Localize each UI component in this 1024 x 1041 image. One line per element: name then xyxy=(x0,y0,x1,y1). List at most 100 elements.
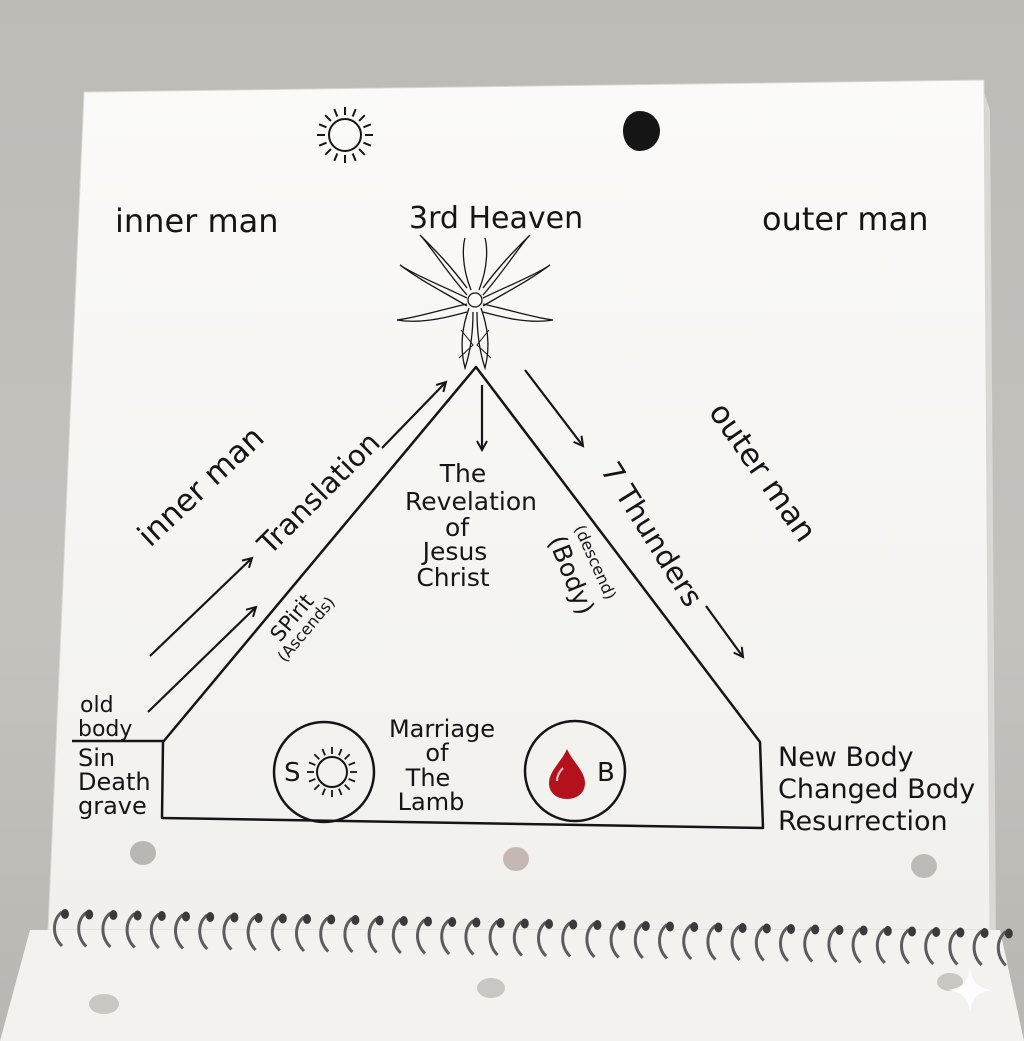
spiral-coil xyxy=(779,925,790,963)
marriage-line: Lamb xyxy=(398,788,465,816)
spiral-coil xyxy=(77,911,88,948)
sin-death-grave-line: grave xyxy=(78,792,147,820)
sun-ray xyxy=(358,148,366,156)
binding-hole xyxy=(956,927,965,938)
spiral-coil xyxy=(706,924,717,961)
punch-holes xyxy=(89,841,963,1014)
spiral-coil xyxy=(512,920,523,957)
sun-ray xyxy=(348,778,356,783)
blood-circle-letter: B xyxy=(597,758,615,788)
blood-drop-icon xyxy=(549,749,585,799)
spiral-coil xyxy=(561,921,572,958)
binding-hole xyxy=(496,918,505,928)
binding-hole xyxy=(545,919,553,929)
resurrection-line: Resurrection xyxy=(778,806,948,837)
binding-hole xyxy=(835,925,844,935)
spiral-coil xyxy=(633,922,644,960)
inner-man-arrow-1 xyxy=(149,558,252,657)
binding-hole xyxy=(133,910,142,921)
sun-ray xyxy=(363,141,372,147)
binding-hole xyxy=(520,918,529,929)
spiral-coil xyxy=(295,915,306,953)
binding-hole xyxy=(230,912,239,923)
spiral-coil xyxy=(125,912,136,949)
sparkle-icon xyxy=(948,968,992,1012)
spiral-coil xyxy=(488,919,499,957)
sun-ray xyxy=(308,761,316,766)
sun-ray xyxy=(344,784,351,791)
spirit-circle-letter: S xyxy=(284,758,301,788)
binding-hole xyxy=(883,926,892,936)
spiral-coil xyxy=(174,913,185,950)
sun-ray xyxy=(358,114,366,122)
sun-ray xyxy=(318,141,327,147)
binding-hole xyxy=(61,909,69,919)
binding-hole xyxy=(738,923,747,933)
spiral-coil xyxy=(246,914,257,952)
sun-icon xyxy=(307,747,357,797)
marriage-line: Marriage xyxy=(389,715,495,743)
spiral-coil xyxy=(101,911,112,949)
marriage-line: The xyxy=(405,764,451,792)
binding-hole xyxy=(569,919,578,930)
binding-hole xyxy=(303,914,311,924)
revelation-line: Jesus xyxy=(421,537,488,566)
sun-ray xyxy=(344,753,351,760)
old-body-line: body xyxy=(78,717,132,742)
spiral-coil xyxy=(367,917,378,954)
spiral-coil xyxy=(270,915,281,952)
translation-arrow xyxy=(381,382,446,449)
sun-ray xyxy=(318,123,327,129)
spiral-coil xyxy=(537,920,548,958)
binding-hole xyxy=(472,917,481,928)
spiral-coil xyxy=(900,928,911,965)
binding-hole xyxy=(448,917,457,927)
descend-arrow-1 xyxy=(524,369,583,446)
spiral-coil xyxy=(319,916,330,953)
spirit-circle: S xyxy=(272,720,376,824)
spiral-coil xyxy=(53,910,64,948)
top-right-heading: outer man xyxy=(762,200,928,238)
sun-ray xyxy=(338,788,343,796)
binding-hole xyxy=(375,915,384,926)
sun-ray xyxy=(313,753,320,760)
descend-arrow-2 xyxy=(705,605,743,657)
sun-ray xyxy=(351,108,357,117)
spiral-coil xyxy=(416,918,427,955)
binding-hole xyxy=(1004,928,1013,939)
binding-hole xyxy=(109,910,118,920)
revelation-line: Revelation xyxy=(405,487,537,516)
spiral-coil xyxy=(609,922,620,959)
spiral-coil xyxy=(754,925,765,962)
sun-ray xyxy=(333,108,339,117)
revelation-line: of xyxy=(445,513,470,542)
spiral-coil xyxy=(996,930,1007,967)
spiral-coil xyxy=(464,919,475,956)
spiral-binding xyxy=(53,909,1013,967)
sun-ray xyxy=(333,153,339,162)
sun-ray xyxy=(348,761,356,766)
binding-hole xyxy=(254,913,263,923)
sun-ray xyxy=(321,788,326,796)
spiral-coil xyxy=(682,923,693,961)
binding-hole xyxy=(399,916,408,926)
spiral-coil xyxy=(827,926,838,964)
diagram-outline xyxy=(160,365,765,830)
spiral-coil xyxy=(972,929,983,967)
binding-hole xyxy=(157,911,166,921)
binding-hole xyxy=(327,914,336,925)
spiral-coil xyxy=(658,923,669,960)
binding-hole xyxy=(424,916,432,927)
marriage-line: of xyxy=(425,739,449,767)
spiral-coil xyxy=(730,924,741,962)
sun-ray xyxy=(321,748,326,756)
spiral-coil xyxy=(803,926,814,963)
binding-hole xyxy=(617,920,626,931)
marriage-of-the-lamb: Marriage of The Lamb xyxy=(389,715,495,816)
resurrection-line: New Body xyxy=(778,742,914,773)
binding-hole xyxy=(278,913,287,924)
resurrection-line: Changed Body xyxy=(778,774,975,805)
binding-hole xyxy=(690,922,699,932)
binding-hole xyxy=(714,922,723,933)
spiral-coil xyxy=(198,913,209,951)
